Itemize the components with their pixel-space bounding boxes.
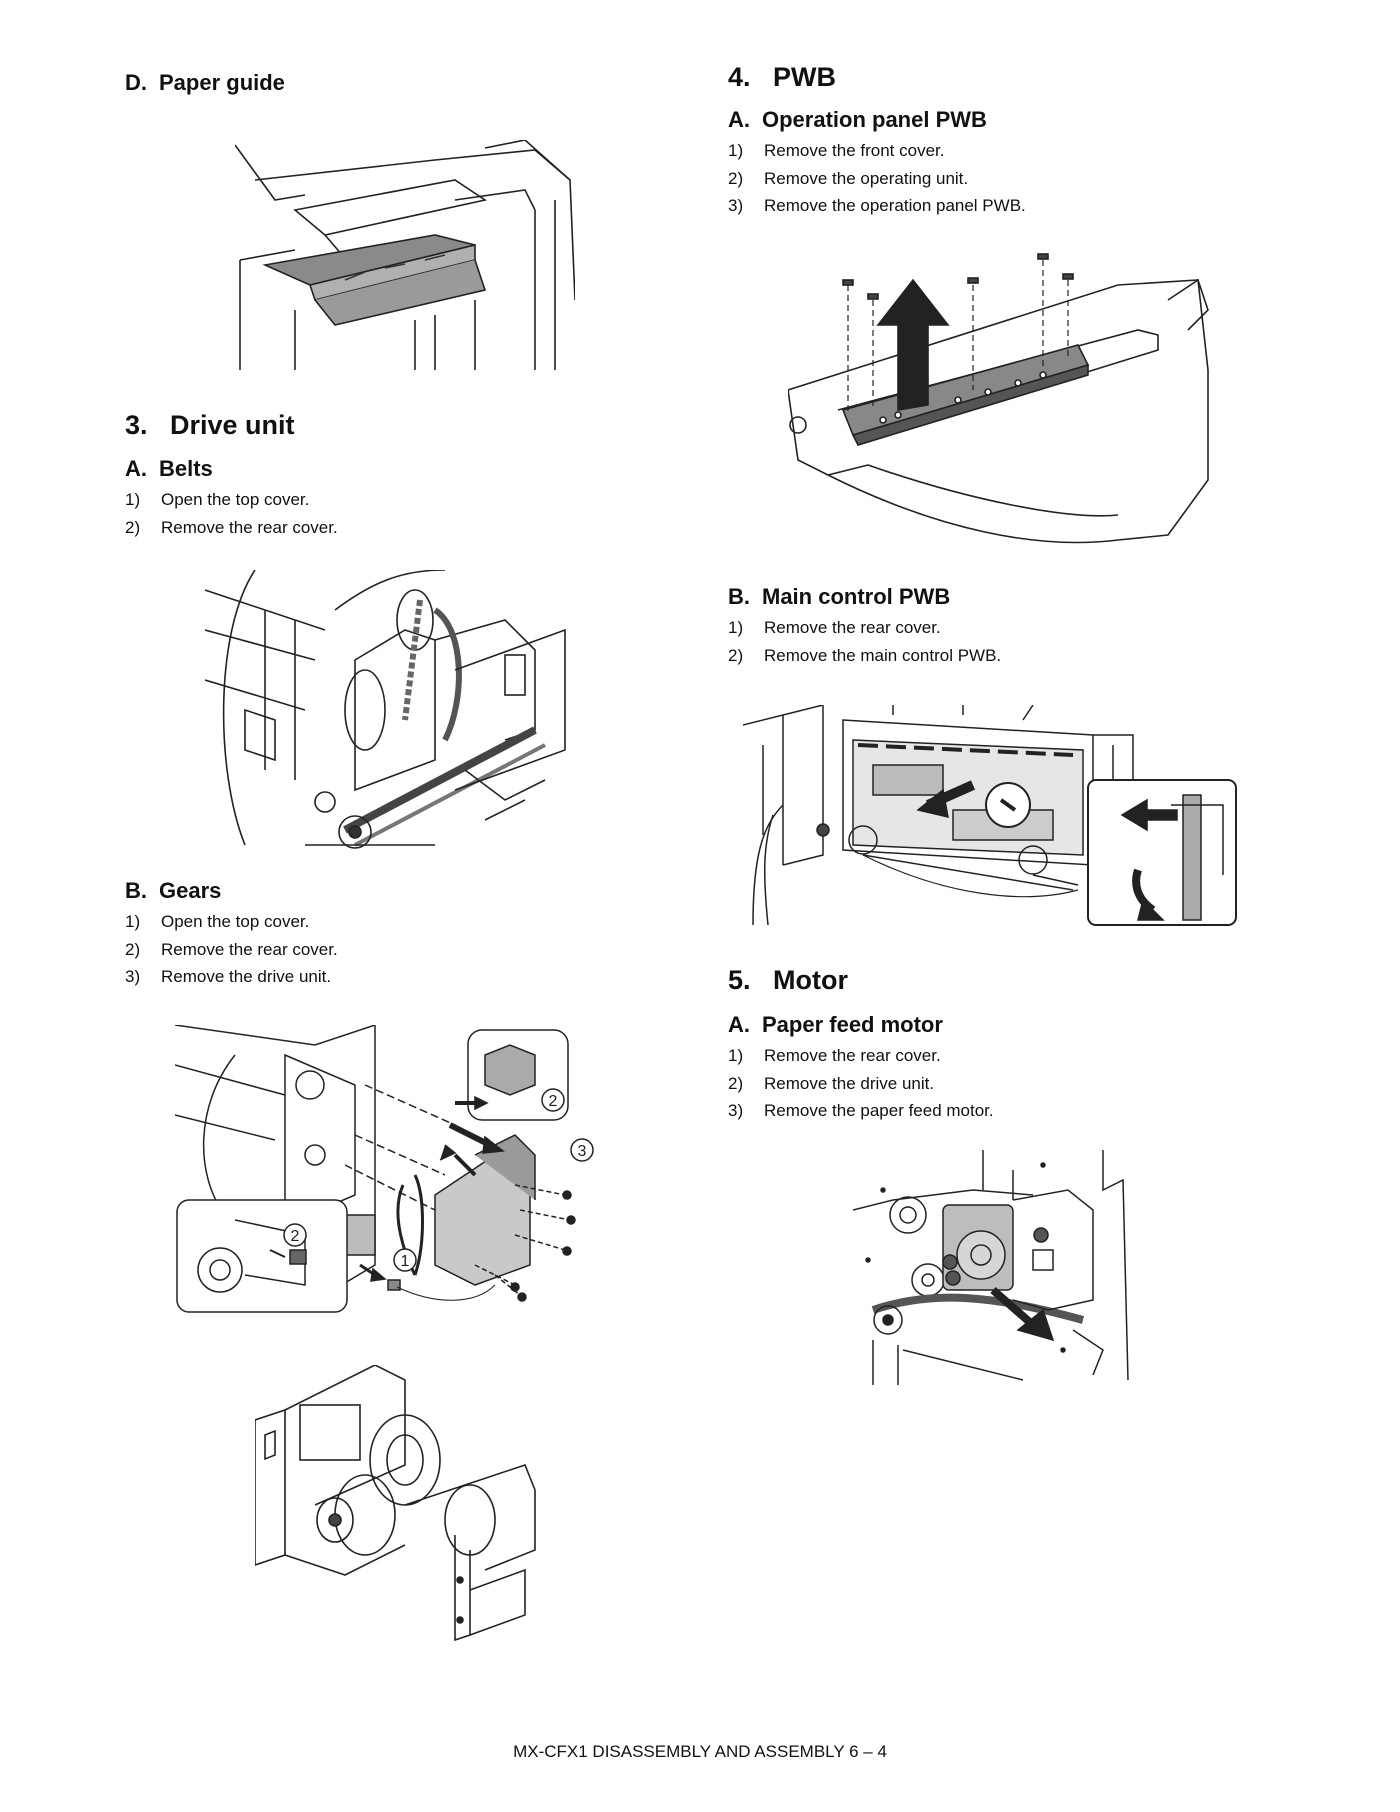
belts-heading: A.Belts [125,456,213,481]
pwb-heading: 4.PWB [728,62,836,92]
callout-label: 1 [401,1253,410,1270]
list-item: 3)Remove the drive unit. [125,967,332,986]
callout-label: 2 [549,1093,558,1110]
list-item: 1)Remove the front cover. [728,141,945,160]
belts-figure [205,570,570,850]
drive-unit-heading: 3.Drive unit [125,410,295,440]
list-item: 2)Remove the drive unit. [728,1073,935,1093]
list-item: 2)Remove the rear cover. [125,517,338,537]
page-footer: MX-CFX1 DISASSEMBLY AND ASSEMBLY 6 – 4 [513,1742,887,1761]
paper-feed-motor-steps: 1)Remove the rear cover. 2)Remove the dr… [728,1042,994,1125]
operation-panel-pwb-heading: A.Operation panel PWB [728,107,987,132]
gears-callouts: 2 3 2 1 [283,1088,594,1272]
paper-guide-figure [235,140,575,375]
paper-feed-motor-figure [853,1150,1133,1385]
list-item: 2)Remove the rear cover. [125,939,338,959]
list-item: 1)Open the top cover. [125,490,310,509]
main-control-figure [743,705,1253,930]
callout-label: 3 [578,1143,587,1160]
paper-feed-motor-heading: A.Paper feed motor [728,1012,943,1037]
main-control-steps: 1)Remove the rear cover. 2)Remove the ma… [728,614,1001,669]
list-item: 2)Remove the main control PWB. [728,645,1002,665]
list-item: 3)Remove the operation panel PWB. [728,196,1026,215]
gears-removal-figure: 2 3 2 1 [175,1025,610,1315]
gears-heading: B.Gears [125,878,222,903]
operation-panel-figure [788,250,1218,555]
list-item: 1)Remove the rear cover. [728,618,941,637]
callout-label: 2 [291,1228,300,1245]
paper-guide-heading: D.Paper guide [125,70,285,95]
list-item: 2)Remove the operating unit. [728,168,969,188]
main-control-pwb-heading: B.Main control PWB [728,584,951,609]
list-item: 1)Remove the rear cover. [728,1046,941,1065]
operation-panel-steps: 1)Remove the front cover. 2)Remove the o… [728,137,1026,220]
gears-steps: 1)Open the top cover. 2)Remove the rear … [125,908,338,991]
motor-heading: 5.Motor [728,965,848,995]
list-item: 3)Remove the paper feed motor. [728,1101,994,1120]
drive-unit-figure [255,1365,540,1645]
list-item: 1)Open the top cover. [125,912,310,931]
belts-steps: 1)Open the top cover. 2)Remove the rear … [125,486,338,541]
